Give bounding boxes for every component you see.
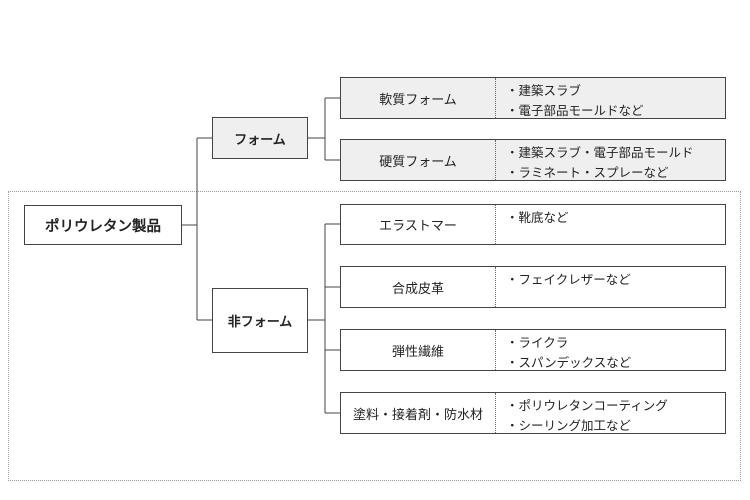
node-synthetic-leather-items: ・フェイクレザーなど xyxy=(496,267,725,307)
divider xyxy=(495,330,496,370)
list-item: ・フェイクレザーなど xyxy=(506,272,631,287)
node-soft-foam-items: ・建築スラブ ・電子部品モールドなど xyxy=(496,78,725,118)
list-item: ・シーリング加工など xyxy=(506,418,632,433)
divider xyxy=(495,393,496,433)
list-item: ・スパンデックスなど xyxy=(506,355,632,370)
divider xyxy=(495,140,496,180)
list-item: ・靴底など xyxy=(506,210,569,225)
list-item: ・ラミネート・スプレーなど xyxy=(506,165,669,180)
node-coatings-items: ・ポリウレタンコーティング ・シーリング加工など xyxy=(496,393,725,433)
node-elastic-fiber-items: ・ライクラ ・スパンデックスなど xyxy=(496,330,725,370)
list-item: ・電子部品モールドなど xyxy=(506,103,644,118)
node-synthetic-leather-label: 合成皮革 xyxy=(391,281,444,297)
node-synthetic-leather: 合成皮革 ・フェイクレザーなど xyxy=(340,266,726,308)
node-hard-foam-label: 硬質フォーム xyxy=(379,154,457,170)
node-elastic-fiber-label: 弾性繊維 xyxy=(391,344,444,360)
node-soft-foam: 軟質フォーム ・建築スラブ ・電子部品モールドなど xyxy=(340,77,726,119)
node-coatings: 塗料・接着剤・防水材 ・ポリウレタンコーティング ・シーリング加工など xyxy=(340,392,726,434)
branch-nonfoam-label: 非フォーム xyxy=(227,315,293,330)
list-item: ・建築スラブ xyxy=(506,83,582,98)
divider xyxy=(495,78,496,118)
non-foam-group-frame xyxy=(8,191,741,481)
branch-foam: フォーム xyxy=(212,117,308,159)
list-item: ・ポリウレタンコーティング xyxy=(506,398,668,413)
divider xyxy=(495,205,496,244)
node-elastomer: エラストマー ・靴底など xyxy=(340,204,726,245)
node-elastomer-items: ・靴底など xyxy=(496,205,725,244)
root-node: ポリウレタン製品 xyxy=(24,205,182,245)
root-label: ポリウレタン製品 xyxy=(45,218,161,235)
branch-nonfoam: 非フォーム xyxy=(212,288,308,353)
node-hard-foam: 硬質フォーム ・建築スラブ・電子部品モールド ・ラミネート・スプレーなど xyxy=(340,139,726,181)
divider xyxy=(495,267,496,307)
node-elastic-fiber: 弾性繊維 ・ライクラ ・スパンデックスなど xyxy=(340,329,726,371)
node-soft-foam-label: 軟質フォーム xyxy=(379,92,457,108)
node-coatings-label: 塗料・接着剤・防水材 xyxy=(352,407,483,423)
node-elastomer-label: エラストマー xyxy=(379,219,457,234)
branch-foam-label: フォーム xyxy=(234,132,286,148)
list-item: ・ライクラ xyxy=(506,335,569,350)
node-hard-foam-items: ・建築スラブ・電子部品モールド ・ラミネート・スプレーなど xyxy=(496,140,725,180)
list-item: ・建築スラブ・電子部品モールド xyxy=(506,145,694,160)
